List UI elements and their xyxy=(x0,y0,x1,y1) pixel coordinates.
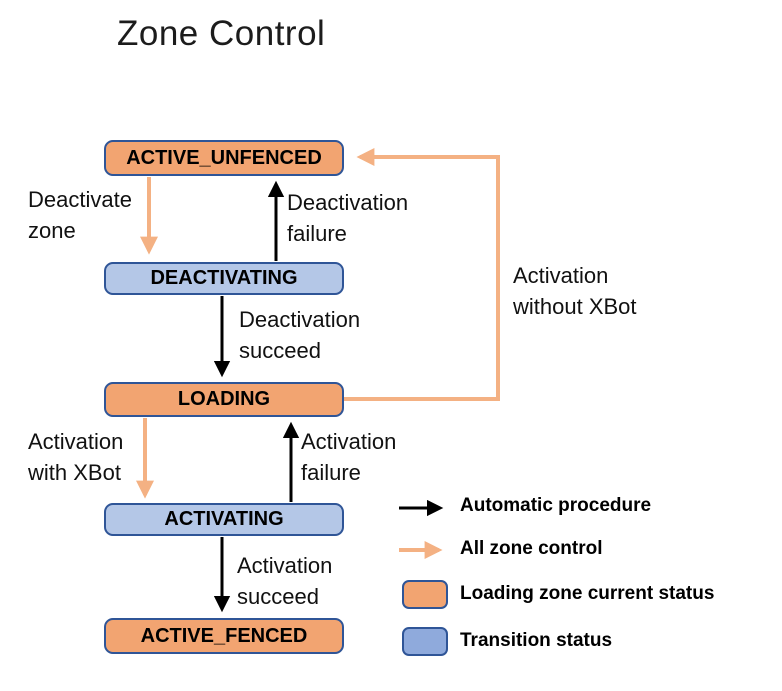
transition-label-deactivation-succeed: Deactivation succeed xyxy=(239,307,361,363)
transition-label-activation-with-xbot: Activation with XBot xyxy=(28,429,124,485)
transition-label-activation-failure: Activation failure xyxy=(301,429,397,485)
state-activating: ACTIVATING xyxy=(104,503,344,536)
state-active-fenced: ACTIVE_FENCED xyxy=(104,618,344,654)
legend-label-automatic-procedure: Automatic procedure xyxy=(460,495,652,516)
legend-label-all-zone-control: All zone control xyxy=(460,538,603,559)
state-loading: LOADING xyxy=(104,382,344,417)
state-deactivating-label: DEACTIVATING xyxy=(150,267,298,289)
state-active-unfenced: ACTIVE_UNFENCED xyxy=(104,140,344,176)
transition-label-deactivate-zone: Deactivate zone xyxy=(28,187,132,243)
legend-label-loading-zone-current-status: Loading zone current status xyxy=(460,583,715,604)
arrow-activation-without-xbot xyxy=(344,148,500,401)
state-activating-label: ACTIVATING xyxy=(164,508,284,530)
state-active-fenced-label: ACTIVE_FENCED xyxy=(140,624,308,647)
transition-label-activation-without-xbot: Activation without XBot xyxy=(513,263,637,319)
legend-orange-box-icon xyxy=(402,580,448,609)
transition-label-deactivation-failure: Deactivation failure xyxy=(287,190,409,246)
transition-label-activation-succeed: Activation succeed xyxy=(237,553,333,609)
legend-blue-box-icon xyxy=(402,627,448,656)
state-loading-label: LOADING xyxy=(177,388,271,410)
state-active-unfenced-label: ACTIVE_UNFENCED xyxy=(126,146,322,169)
state-deactivating: DEACTIVATING xyxy=(104,262,344,295)
page-title: Zone Control xyxy=(117,14,326,53)
legend-label-transition-status: Transition status xyxy=(460,630,613,651)
